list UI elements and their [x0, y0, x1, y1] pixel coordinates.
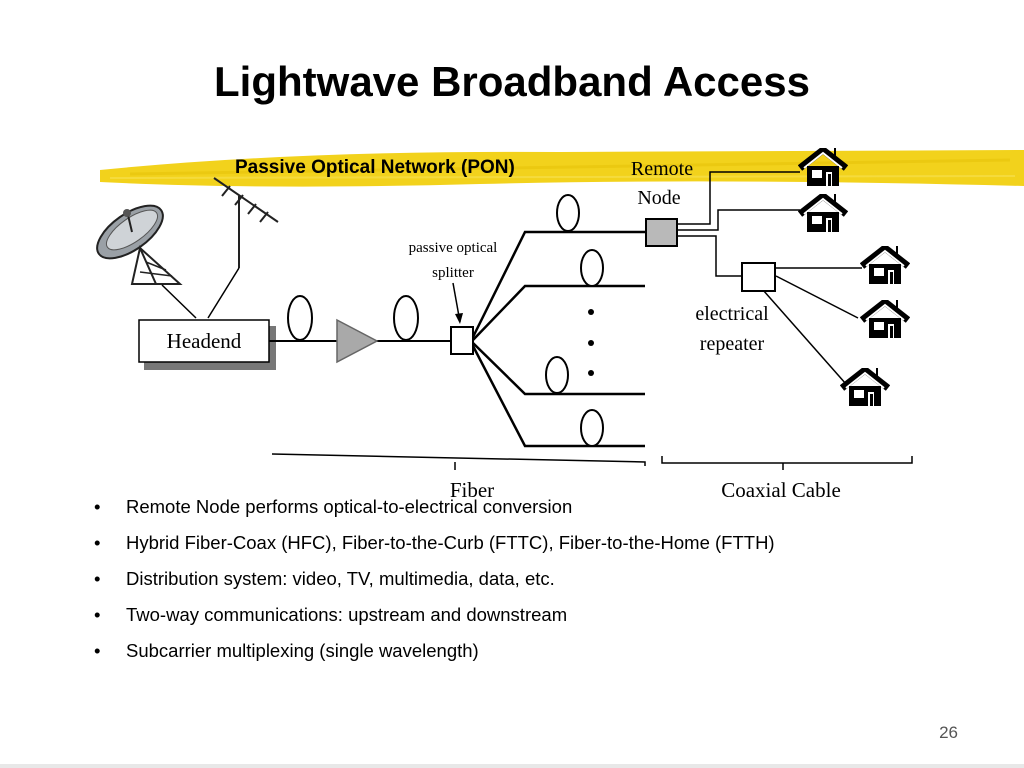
fiber-coil-icon: [580, 249, 604, 287]
amplifier-icon: [336, 318, 379, 364]
house-icon: [842, 368, 888, 406]
splitter-box: [450, 326, 474, 355]
bullet-dot: •: [94, 604, 101, 625]
fiber-coil-icon: [545, 356, 569, 394]
bullet-text: Subcarrier multiplexing (single waveleng…: [126, 640, 479, 661]
bullet-text: Hybrid Fiber-Coax (HFC), Fiber-to-the-Cu…: [126, 532, 775, 553]
splitter-label-line2: splitter: [432, 265, 474, 281]
headend-label: Headend: [167, 329, 242, 353]
highlight-stroke: [100, 150, 1024, 187]
bullet-item: • Subcarrier multiplexing (single wavelen…: [94, 640, 894, 662]
fiber-coil-icon: [393, 295, 419, 341]
coax-brace: [661, 456, 913, 470]
fiber-brace: [271, 453, 646, 470]
house-icon: [800, 194, 846, 232]
remote-node-label-line1: Remote: [631, 158, 693, 180]
fiber-label: Fiber: [450, 478, 494, 502]
coax-lines: [677, 171, 862, 385]
bullet-text: Distribution system: video, TV, multimed…: [126, 568, 555, 589]
fiber-coil-icon: [556, 194, 580, 232]
house-icon: [862, 300, 908, 338]
bullet-dot: •: [94, 568, 101, 589]
slide-title: Lightwave Broadband Access: [214, 58, 810, 105]
splitter-arrowhead: [455, 313, 463, 324]
bullet-dot: •: [94, 640, 101, 661]
splitter-label-line1: passive optical: [409, 240, 498, 256]
bullet-item: • Two-way communications: upstream and do…: [94, 604, 894, 626]
repeater-label-line1: electrical: [695, 303, 769, 325]
fiber-coil-icon: [580, 409, 604, 447]
bullet-item: • Remote Node performs optical-to-electri…: [94, 496, 894, 518]
antenna-link: [207, 267, 240, 319]
bullet-item: • Hybrid Fiber-Coax (HFC), Fiber-to-the-C…: [94, 532, 894, 554]
bullet-text: Remote Node performs optical-to-electric…: [126, 496, 573, 517]
bullet-item: • Distribution system: video, TV, multime…: [94, 568, 894, 590]
bullet-list: • Remote Node performs optical-to-electri…: [94, 496, 894, 676]
repeater-label-line2: repeater: [700, 333, 765, 355]
headend-box: Headend: [138, 319, 276, 370]
coax-label: Coaxial Cable: [721, 478, 841, 502]
fiber-branches: [471, 230, 645, 448]
pon-label: Passive Optical Network (PON): [235, 157, 515, 178]
page-number: 26: [939, 723, 958, 742]
fiber-coil-icon: [287, 295, 313, 341]
dish-link: [161, 284, 197, 319]
ellipsis-dots: [588, 309, 594, 376]
antenna-icon: [213, 177, 279, 268]
bullet-dot: •: [94, 496, 101, 517]
remote-node-box: [645, 218, 678, 247]
repeater-box: [741, 262, 776, 292]
satellite-dish-icon: [96, 204, 183, 285]
bullet-dot: •: [94, 532, 101, 553]
house-icon: [862, 246, 908, 284]
bullet-text: Two-way communications: upstream and dow…: [126, 604, 568, 625]
remote-node-label-line2: Node: [637, 187, 680, 209]
bottom-divider: [0, 764, 1024, 768]
